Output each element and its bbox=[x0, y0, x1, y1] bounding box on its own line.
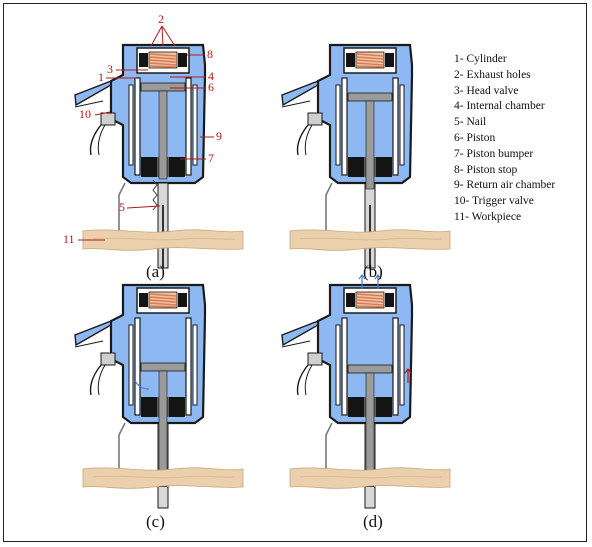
callout-1: 1 bbox=[98, 70, 104, 84]
caption-c: (c) bbox=[146, 512, 165, 532]
parts-legend: 1- Cylinder 2- Exhaust holes 3- Head val… bbox=[454, 52, 555, 226]
legend-item: 2- Exhaust holes bbox=[454, 68, 555, 84]
legend-item: 1- Cylinder bbox=[454, 52, 555, 68]
callout-8: 8 bbox=[207, 47, 213, 61]
legend-item: 11- Workpiece bbox=[454, 210, 555, 226]
legend-item: 4- Internal chamber bbox=[454, 99, 555, 115]
workpiece-a bbox=[83, 230, 243, 251]
callout-9: 9 bbox=[216, 129, 222, 143]
caption-a: (a) bbox=[146, 262, 165, 282]
callout-2: 2 bbox=[158, 12, 164, 26]
legend-item: 7- Piston bumper bbox=[454, 147, 555, 163]
legend-item: 5- Nail bbox=[454, 115, 555, 131]
callout-5: 5 bbox=[119, 200, 125, 214]
callout-3: 3 bbox=[107, 62, 113, 76]
legend-item: 8- Piston stop bbox=[454, 163, 555, 179]
caption-b: (b) bbox=[363, 262, 383, 282]
workpiece-c bbox=[83, 468, 243, 489]
callout-10: 10 bbox=[79, 107, 91, 121]
callout-7: 7 bbox=[208, 151, 214, 165]
workpiece-d bbox=[290, 468, 450, 489]
legend-item: 9- Return air chamber bbox=[454, 178, 555, 194]
legend-item: 10- Trigger valve bbox=[454, 194, 555, 210]
workpiece-b bbox=[290, 230, 450, 251]
caption-d: (d) bbox=[363, 512, 383, 532]
legend-item: 3- Head valve bbox=[454, 84, 555, 100]
callout-6: 6 bbox=[208, 80, 214, 94]
callout-11: 11 bbox=[63, 232, 75, 246]
legend-item: 6- Piston bbox=[454, 131, 555, 147]
